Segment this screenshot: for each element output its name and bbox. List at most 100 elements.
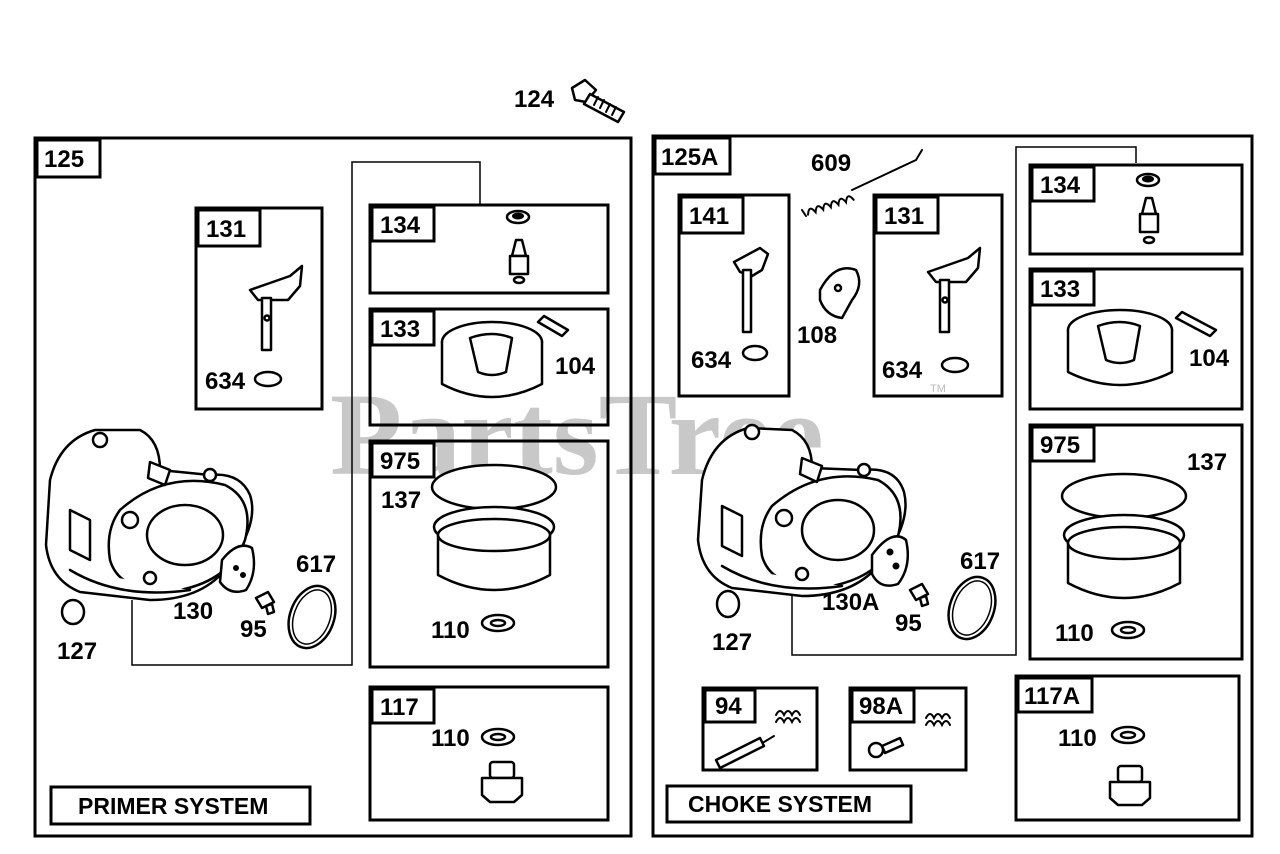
part-box-133[interactable]: 133 104 xyxy=(1028,267,1244,411)
o-ring-inner xyxy=(951,580,993,636)
part-box-141-id: 141 xyxy=(689,203,729,230)
callout-104: 104 xyxy=(555,353,596,380)
plate-hole xyxy=(833,283,843,293)
connector-line xyxy=(131,205,353,666)
welch-plug-127[interactable]: 127 xyxy=(57,598,97,665)
part-box-134-id: 134 xyxy=(380,212,421,239)
callout-95: 95 xyxy=(240,616,267,643)
screw-icon xyxy=(908,582,930,608)
choke-spring-609[interactable]: 609 xyxy=(801,149,923,217)
choke-plate-108[interactable]: 108 xyxy=(797,267,861,349)
part-box-117-id: 117 xyxy=(380,694,419,721)
gasket-hole xyxy=(892,562,900,570)
float-icon xyxy=(440,320,544,399)
callout-634: 634 xyxy=(882,357,923,384)
primer-panel-id: 125 xyxy=(44,146,84,173)
screw-95[interactable]: 95 xyxy=(895,582,930,637)
throttle-shaft-icon xyxy=(926,246,982,334)
callout-124: 124 xyxy=(514,86,555,113)
choke-panel-frame xyxy=(651,134,1254,838)
washer-icon xyxy=(741,344,769,362)
callout-127: 127 xyxy=(57,638,97,665)
part-box-975[interactable]: 975 137 110 xyxy=(368,439,610,669)
plug-icon xyxy=(60,598,86,626)
plug-icon xyxy=(715,589,741,619)
connector-line xyxy=(791,163,1017,656)
callout-110: 110 xyxy=(1058,725,1097,752)
part-box-134-id: 134 xyxy=(1040,172,1081,199)
choke-panel-id: 125A xyxy=(661,144,718,171)
throttle-shaft-icon xyxy=(248,264,304,352)
bowl-gasket-hole xyxy=(489,618,507,628)
spring-icon xyxy=(925,713,951,721)
callout-110: 110 xyxy=(1055,620,1094,647)
primer-panel-frame xyxy=(33,136,633,838)
callout-95: 95 xyxy=(895,610,922,637)
part-box-134[interactable]: 134 xyxy=(1028,163,1244,256)
part-box-975-id: 975 xyxy=(1040,432,1080,459)
inlet-needle-icon xyxy=(1135,172,1161,245)
callout-617: 617 xyxy=(296,551,336,578)
gasket-617[interactable]: 617 xyxy=(280,551,343,655)
bolt-124[interactable]: 124 xyxy=(514,78,626,124)
primer-gasket-130[interactable]: 130 xyxy=(173,544,256,625)
callout-127: 127 xyxy=(712,629,752,656)
callout-609: 609 xyxy=(811,150,851,177)
carburetor-body-icon xyxy=(696,423,907,598)
float-pin-icon xyxy=(1174,310,1218,338)
gasket-icon xyxy=(870,535,909,587)
gasket-hole xyxy=(240,572,246,578)
gasket-617[interactable]: 617 xyxy=(940,548,1003,646)
callout-634: 634 xyxy=(205,368,246,395)
float-pin-icon xyxy=(536,314,570,338)
primer-system-label-box xyxy=(49,785,312,826)
connector-line xyxy=(1015,146,1137,163)
part-box-117a[interactable]: 117A 110 xyxy=(1014,674,1241,822)
part-box-94[interactable]: 94 xyxy=(701,686,819,772)
part-box-98a-id: 98A xyxy=(859,693,903,720)
callout-634: 634 xyxy=(691,347,732,374)
watermark-tm: TM xyxy=(930,383,946,395)
part-box-94-id: 94 xyxy=(715,693,742,720)
washer-icon xyxy=(253,370,283,388)
callout-137: 137 xyxy=(1187,449,1227,476)
gasket-hole xyxy=(233,565,239,571)
choke-system-label-box xyxy=(665,784,913,824)
o-ring-inner xyxy=(291,589,333,645)
part-box-131[interactable]: 131 634 xyxy=(194,206,324,411)
part-box-131-id: 131 xyxy=(206,216,246,243)
part-box-134[interactable]: 134 xyxy=(368,203,610,295)
screw-icon xyxy=(254,590,276,616)
choke-system-panel: 125A 609 108 141 634 xyxy=(651,134,1254,838)
carburetor-body-icon xyxy=(44,428,254,602)
part-box-133[interactable]: 133 104 xyxy=(368,307,610,427)
gasket-130a[interactable]: 130A xyxy=(822,535,909,616)
float-bowl-icon xyxy=(1060,472,1188,600)
part-box-133-id: 133 xyxy=(380,316,420,343)
part-box-117[interactable]: 117 110 xyxy=(368,685,610,822)
choke-shaft-icon xyxy=(732,246,770,334)
spring-icon-coil xyxy=(925,720,951,728)
welch-plug-127[interactable]: 127 xyxy=(712,589,752,656)
choke-system-label: CHOKE SYSTEM xyxy=(688,791,872,817)
washer-icon xyxy=(940,356,970,374)
callout-137: 137 xyxy=(381,487,421,514)
primer-system-label: PRIMER SYSTEM xyxy=(78,793,268,819)
callout-108: 108 xyxy=(797,322,837,349)
bowl-nut-icon xyxy=(1108,764,1152,807)
bowl-gasket-hole xyxy=(1119,625,1137,635)
bowl-nut-icon xyxy=(480,760,524,804)
part-box-141[interactable]: 141 634 xyxy=(677,193,791,398)
screw-95[interactable]: 95 xyxy=(240,590,276,643)
choke-plate-icon xyxy=(818,267,861,320)
part-box-975[interactable]: 975 137 110 xyxy=(1028,423,1244,661)
spring-icon-coil xyxy=(775,717,801,725)
part-box-131[interactable]: 131 634 xyxy=(872,193,1004,398)
connector-line xyxy=(351,161,481,205)
inlet-needle-icon xyxy=(505,209,531,285)
idle-screw-icon xyxy=(714,735,775,770)
callout-130: 130 xyxy=(173,598,213,625)
part-box-98a[interactable]: 98A xyxy=(848,686,968,772)
float-icon xyxy=(1066,308,1174,387)
